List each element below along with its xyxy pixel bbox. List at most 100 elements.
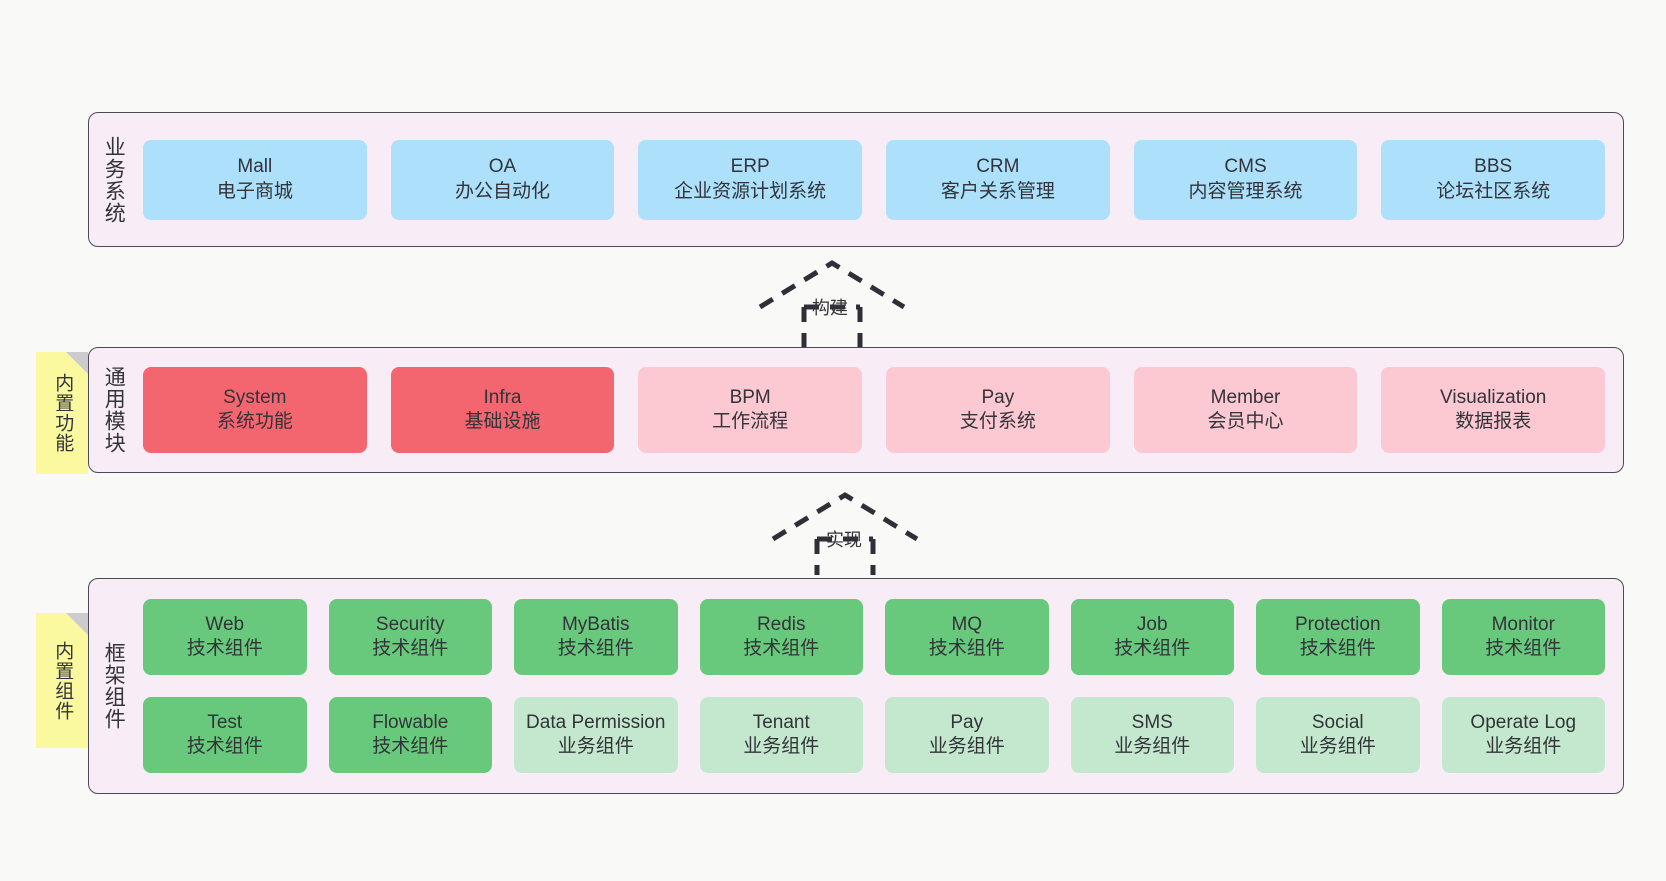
box-subtitle: 工作流程 xyxy=(712,411,789,432)
framework-box-sms[interactable]: SMS 业务组件 xyxy=(1070,697,1234,773)
box-subtitle: 支付系统 xyxy=(959,411,1036,432)
framework-box-pay[interactable]: Pay 业务组件 xyxy=(885,697,1049,773)
box-title: Protection xyxy=(1294,613,1381,635)
layer-modules-body: System 系统功能 Infra 基础设施 BPM 工作流程 Pay 支付系统… xyxy=(137,348,1623,472)
module-box-system[interactable]: System 系统功能 xyxy=(143,367,367,453)
connector-implement-arrow xyxy=(765,487,925,575)
framework-box-security[interactable]: Security 技术组件 xyxy=(328,599,492,675)
note-text: 内置功能 xyxy=(52,373,74,453)
layer-framework-label: 框架组件 xyxy=(102,642,126,730)
box-subtitle: 技术组件 xyxy=(1485,638,1562,659)
module-box-infra[interactable]: Infra 基础设施 xyxy=(390,367,615,453)
framework-box-data-permission[interactable]: Data Permission 业务组件 xyxy=(514,697,678,773)
box-subtitle: 业务组件 xyxy=(1485,736,1562,757)
layer-framework-components: 框架组件 Web 技术组件 Security 技术组件 MyBatis 技术组件… xyxy=(88,578,1624,794)
box-subtitle: 技术组件 xyxy=(743,638,820,659)
box-title: MyBatis xyxy=(561,613,630,635)
box-title: Web xyxy=(205,613,245,635)
box-title: OA xyxy=(488,156,517,178)
box-title: Tenant xyxy=(752,711,810,733)
framework-box-tenant[interactable]: Tenant 业务组件 xyxy=(699,697,863,773)
framework-box-redis[interactable]: Redis 技术组件 xyxy=(699,599,863,675)
framework-box-protection[interactable]: Protection 技术组件 xyxy=(1256,599,1420,675)
layer-business-label: 业务系统 xyxy=(102,135,126,224)
box-subtitle: 电子商城 xyxy=(216,180,293,202)
box-title: Test xyxy=(207,711,243,733)
framework-box-flowable[interactable]: Flowable 技术组件 xyxy=(328,697,492,773)
business-box-cms[interactable]: CMS 内容管理系统 xyxy=(1133,139,1358,220)
box-subtitle: 业务组件 xyxy=(1114,736,1191,757)
box-title: Mall xyxy=(237,156,273,178)
box-title: Security xyxy=(375,613,445,635)
box-title: Data Permission xyxy=(526,711,666,733)
box-subtitle: 技术组件 xyxy=(557,638,634,659)
framework-box-web[interactable]: Web 技术组件 xyxy=(143,599,307,675)
box-title: Infra xyxy=(483,386,522,408)
business-box-erp[interactable]: ERP 企业资源计划系统 xyxy=(638,139,863,220)
box-title: ERP xyxy=(730,156,770,178)
module-box-bpm[interactable]: BPM 工作流程 xyxy=(638,367,863,453)
connector-implement-label: 实现 xyxy=(826,530,862,550)
box-subtitle: 客户关系管理 xyxy=(940,180,1055,202)
business-box-oa[interactable]: OA 办公自动化 xyxy=(390,139,615,220)
box-title: CMS xyxy=(1224,156,1267,178)
box-title: MQ xyxy=(951,613,983,635)
framework-box-job[interactable]: Job 技术组件 xyxy=(1070,599,1234,675)
box-subtitle: 基础设施 xyxy=(464,411,541,432)
box-subtitle: 数据报表 xyxy=(1455,411,1532,432)
box-subtitle: 技术组件 xyxy=(186,638,263,659)
box-title: Flowable xyxy=(372,711,449,733)
box-subtitle: 论坛社区系统 xyxy=(1436,180,1551,202)
module-box-pay[interactable]: Pay 支付系统 xyxy=(886,367,1110,453)
connector-build-arrow xyxy=(752,255,912,350)
framework-box-test[interactable]: Test 技术组件 xyxy=(143,697,307,773)
box-subtitle: 技术组件 xyxy=(1114,638,1191,659)
business-box-mall[interactable]: Mall 电子商城 xyxy=(143,139,367,220)
framework-box-social[interactable]: Social 业务组件 xyxy=(1256,697,1420,773)
layer-business-systems: 业务系统 Mall 电子商城 OA 办公自动化 ERP 企业资源计划系统 CRM… xyxy=(88,112,1624,247)
framework-row-tech: Web 技术组件 Security 技术组件 MyBatis 技术组件 Redi… xyxy=(143,599,1605,675)
module-box-member[interactable]: Member 会员中心 xyxy=(1133,367,1358,453)
framework-box-monitor[interactable]: Monitor 技术组件 xyxy=(1441,599,1605,675)
box-title: CRM xyxy=(976,156,1020,178)
box-subtitle: 业务组件 xyxy=(928,736,1005,757)
sticky-note-builtin-functions: 内置功能 xyxy=(36,352,88,474)
box-title: Visualization xyxy=(1440,386,1547,408)
sticky-note-builtin-components: 内置组件 xyxy=(36,613,88,748)
framework-row-biz: Test 技术组件 Flowable 技术组件 Data Permission … xyxy=(143,697,1605,773)
box-subtitle: 技术组件 xyxy=(372,638,449,659)
business-row: Mall 电子商城 OA 办公自动化 ERP 企业资源计划系统 CRM 客户关系… xyxy=(143,139,1606,220)
layer-common-modules: 通用模块 System 系统功能 Infra 基础设施 BPM 工作流程 Pay… xyxy=(88,347,1624,473)
framework-box-operate-log[interactable]: Operate Log 业务组件 xyxy=(1441,697,1605,773)
note-fold-corner xyxy=(66,613,88,635)
box-title: Monitor xyxy=(1491,613,1555,635)
business-box-bbs[interactable]: BBS 论坛社区系统 xyxy=(1381,139,1606,220)
box-title: Member xyxy=(1210,386,1281,408)
layer-business-body: Mall 电子商城 OA 办公自动化 ERP 企业资源计划系统 CRM 客户关系… xyxy=(137,113,1623,246)
box-subtitle: 业务组件 xyxy=(1299,736,1376,757)
box-title: BBS xyxy=(1474,156,1513,178)
box-subtitle: 技术组件 xyxy=(372,736,449,757)
box-title: Job xyxy=(1136,613,1168,635)
module-box-visualization[interactable]: Visualization 数据报表 xyxy=(1381,367,1606,453)
box-title: Redis xyxy=(756,613,806,635)
layer-modules-label: 通用模块 xyxy=(102,366,126,454)
box-subtitle: 企业资源计划系统 xyxy=(674,180,827,202)
business-box-crm[interactable]: CRM 客户关系管理 xyxy=(886,139,1110,220)
note-fold-corner xyxy=(66,352,88,374)
framework-box-mq[interactable]: MQ 技术组件 xyxy=(885,599,1049,675)
box-subtitle: 业务组件 xyxy=(557,736,634,757)
box-subtitle: 办公自动化 xyxy=(455,180,551,202)
box-title: Operate Log xyxy=(1470,711,1577,733)
box-subtitle: 内容管理系统 xyxy=(1188,180,1303,202)
box-title: Pay xyxy=(981,386,1015,408)
box-title: SMS xyxy=(1131,711,1173,733)
box-subtitle: 技术组件 xyxy=(186,736,263,757)
box-subtitle: 技术组件 xyxy=(1299,638,1376,659)
connector-build-label: 构建 xyxy=(812,298,848,318)
box-subtitle: 会员中心 xyxy=(1207,411,1284,432)
box-title: Pay xyxy=(950,711,984,733)
box-subtitle: 系统功能 xyxy=(216,411,293,432)
framework-box-mybatis[interactable]: MyBatis 技术组件 xyxy=(514,599,678,675)
box-title: BPM xyxy=(729,386,771,408)
